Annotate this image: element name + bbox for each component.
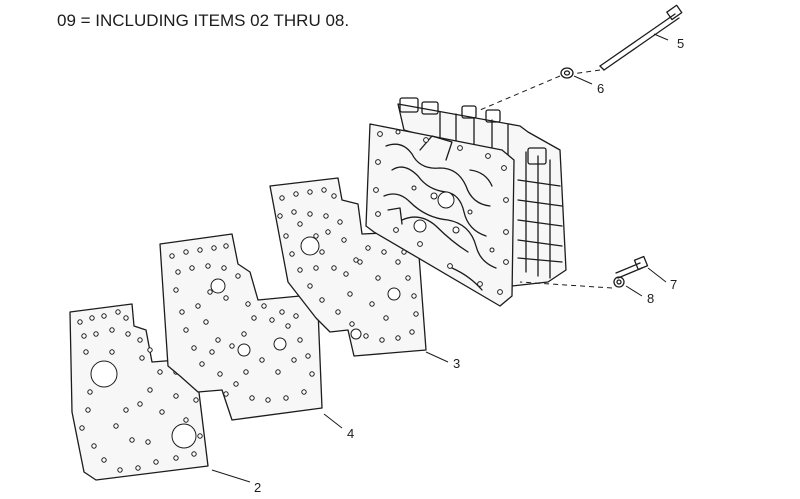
callout-leaders [211,33,669,483]
callout-7: 7 [670,277,677,292]
callout-4: 4 [347,426,354,441]
gasket-part-4 [159,233,323,421]
callout-3: 3 [453,356,460,371]
washer-part-8 [613,276,625,288]
bolt-part-5 [599,4,683,71]
plate-part-3 [269,177,427,357]
washer-part-6 [560,67,574,79]
valve-body-assembly [365,97,567,307]
gasket-part-2 [69,303,209,481]
diagram-caption: 09 = INCLUDING ITEMS 02 THRU 08. [57,11,349,30]
bolt-part-7 [615,255,649,279]
callout-8: 8 [647,291,654,306]
callout-6: 6 [597,81,604,96]
alignment-line-lower [519,281,613,289]
alignment-line-upper [479,75,561,111]
callout-2: 2 [254,480,261,495]
callout-5: 5 [677,36,684,51]
